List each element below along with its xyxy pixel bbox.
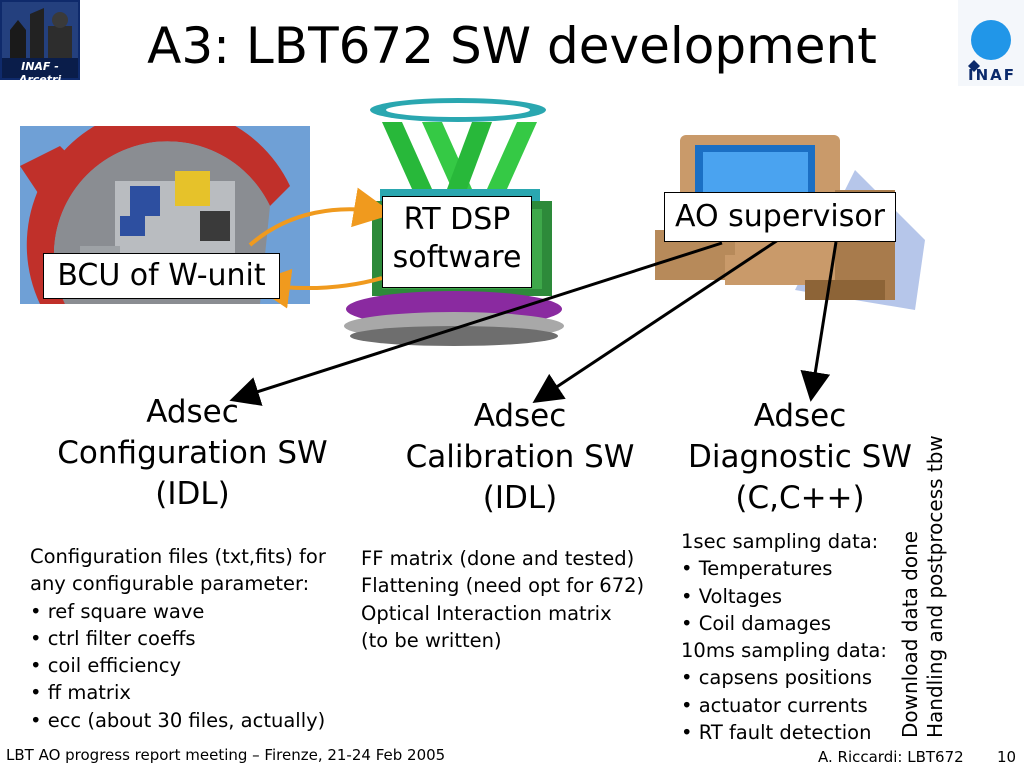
list-item: • ecc (about 30 files, actually) xyxy=(30,708,326,732)
diagnostic-heading-line2: Diagnostic SW xyxy=(688,439,912,475)
list-item: • RT fault detection xyxy=(681,721,872,745)
inaf-arcetri-logo: INAF - Arcetri xyxy=(0,0,80,86)
configuration-heading: Adsec Configuration SW (IDL) xyxy=(40,392,345,515)
ao-supervisor-label: AO supervisor xyxy=(664,192,896,242)
list-item: • coil efficiency xyxy=(30,654,181,678)
footer-author: A. Riccardi: LBT672 xyxy=(818,748,964,766)
list-item: • ref square wave xyxy=(30,599,205,623)
list-item: • ctrl filter coeffs xyxy=(30,626,196,650)
list-item: Optical Interaction matrix xyxy=(361,601,612,625)
list-item: Flattening (need opt for 672) xyxy=(361,574,645,598)
list-item: • actuator currents xyxy=(681,693,868,717)
calibration-details: FF matrix (done and tested) Flattening (… xyxy=(361,545,644,654)
configuration-details: Configuration files (txt,fits) for any c… xyxy=(30,543,326,734)
rt-dsp-label-line2: software xyxy=(392,240,522,275)
footer-meeting: LBT AO progress report meeting – Firenze… xyxy=(6,746,446,764)
configuration-heading-line2: Configuration SW xyxy=(57,435,328,471)
calibration-heading-line1: Adsec xyxy=(473,398,567,434)
rt-dsp-label: RT DSP software xyxy=(382,196,532,288)
diagnostic-details: 1sec sampling data: • Temperatures • Vol… xyxy=(681,528,887,746)
diagnostic-heading: Adsec Diagnostic SW (C,C++) xyxy=(680,396,920,519)
list-item: any configurable parameter: xyxy=(30,572,310,596)
footer-page-number: 10 xyxy=(997,748,1017,766)
list-item: • Voltages xyxy=(681,584,783,608)
list-item: FF matrix (done and tested) xyxy=(361,547,635,570)
calibration-heading: Adsec Calibration SW (IDL) xyxy=(395,396,645,519)
diagnostic-heading-line1: Adsec xyxy=(753,398,847,434)
list-item: • ff matrix xyxy=(30,681,131,705)
slide-title: A3: LBT672 SW development xyxy=(147,17,877,75)
list-item: Configuration files (txt,fits) for xyxy=(30,545,326,568)
list-item: • capsens positions xyxy=(681,666,873,690)
list-item: • Temperatures xyxy=(681,557,833,581)
list-item: • Coil damages xyxy=(681,611,832,635)
rt-dsp-label-line1: RT DSP xyxy=(403,202,511,237)
configuration-heading-line1: Adsec xyxy=(146,394,239,430)
logo-right-text: INAF xyxy=(968,66,1016,84)
inaf-logo: INAF xyxy=(958,0,1024,86)
list-item: 1sec sampling data: xyxy=(681,530,879,553)
list-item: 10ms sampling data: xyxy=(681,639,887,663)
calibration-heading-line2: Calibration SW xyxy=(405,439,635,475)
bcu-label: BCU of W-unit xyxy=(43,253,280,299)
diagnostic-heading-line3: (C,C++) xyxy=(735,480,865,516)
calibration-heading-line3: (IDL) xyxy=(482,480,558,516)
vertical-note-download: Download data done xyxy=(898,530,922,738)
vertical-note-handling: Handling and postprocess tbw xyxy=(923,435,947,738)
list-item: (to be written) xyxy=(361,628,502,652)
vertical-notes: Download data done Handling and postproc… xyxy=(898,435,948,738)
configuration-heading-line3: (IDL) xyxy=(155,476,230,512)
logo-left-text: INAF - Arcetri xyxy=(18,60,62,86)
